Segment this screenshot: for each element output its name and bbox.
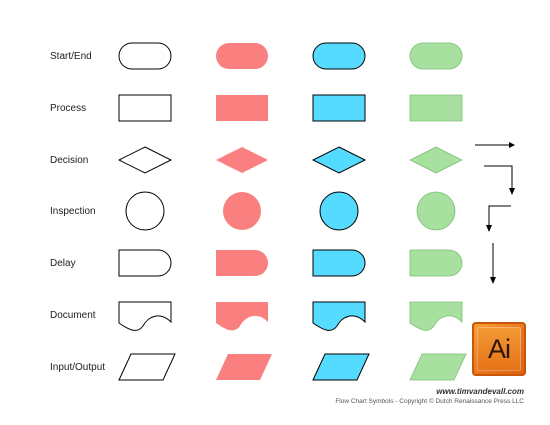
circle-symbol-outline xyxy=(125,191,165,231)
copyright-text: Flow Chart Symbols - Copyright © Dutch R… xyxy=(335,398,524,405)
row-label-process: Process xyxy=(50,103,87,114)
terminal-symbol-green xyxy=(409,42,463,70)
website-link[interactable]: www.timvandevall.com xyxy=(436,387,524,396)
delay-symbol-outline xyxy=(118,249,172,277)
parallelogram-symbol-outline xyxy=(118,353,176,381)
terminal-symbol-blue xyxy=(312,42,366,70)
row-label-delay: Delay xyxy=(50,258,76,269)
rectangle-symbol-blue xyxy=(312,94,366,122)
diamond-symbol-outline xyxy=(117,146,173,174)
diamond-symbol-red xyxy=(216,147,268,173)
ai-logo-text: Ai xyxy=(477,327,521,371)
arrows-group xyxy=(475,142,515,284)
terminal-symbol-outline xyxy=(118,42,172,70)
delay-symbol-blue xyxy=(312,249,366,277)
parallelogram-symbol-green xyxy=(409,353,467,381)
rectangle-symbol-green xyxy=(409,94,463,122)
row-label-decision: Decision xyxy=(50,155,89,166)
diamond-symbol-green xyxy=(409,146,463,174)
adobe-illustrator-icon: Ai xyxy=(472,322,526,376)
circle-symbol-red xyxy=(223,192,261,230)
delay-symbol-green xyxy=(409,249,463,277)
row-label-inspection: Inspection xyxy=(50,206,96,217)
shapes-grid xyxy=(117,42,467,381)
parallelogram-symbol-blue xyxy=(312,353,370,381)
terminal-symbol-red xyxy=(216,43,268,69)
elbow-right-down-arrow-icon xyxy=(484,165,515,195)
rectangle-symbol-red xyxy=(216,95,268,121)
delay-symbol-red xyxy=(216,250,268,276)
row-label-start-end: Start/End xyxy=(50,51,92,62)
circle-symbol-green xyxy=(416,191,456,231)
document-symbol-blue xyxy=(312,301,366,331)
document-symbol-red xyxy=(216,302,268,331)
circle-symbol-blue xyxy=(319,191,359,231)
elbow-left-down-arrow-icon xyxy=(486,205,511,232)
document-symbol-outline xyxy=(118,301,172,331)
right-arrow-icon xyxy=(475,142,515,148)
rectangle-symbol-outline xyxy=(118,94,172,122)
parallelogram-symbol-red xyxy=(216,354,272,380)
down-arrow-icon xyxy=(490,243,496,284)
diamond-symbol-blue xyxy=(311,146,367,174)
row-label-input-output: Input/Output xyxy=(50,362,106,373)
row-label-document: Document xyxy=(50,310,96,321)
document-symbol-green xyxy=(409,301,463,331)
